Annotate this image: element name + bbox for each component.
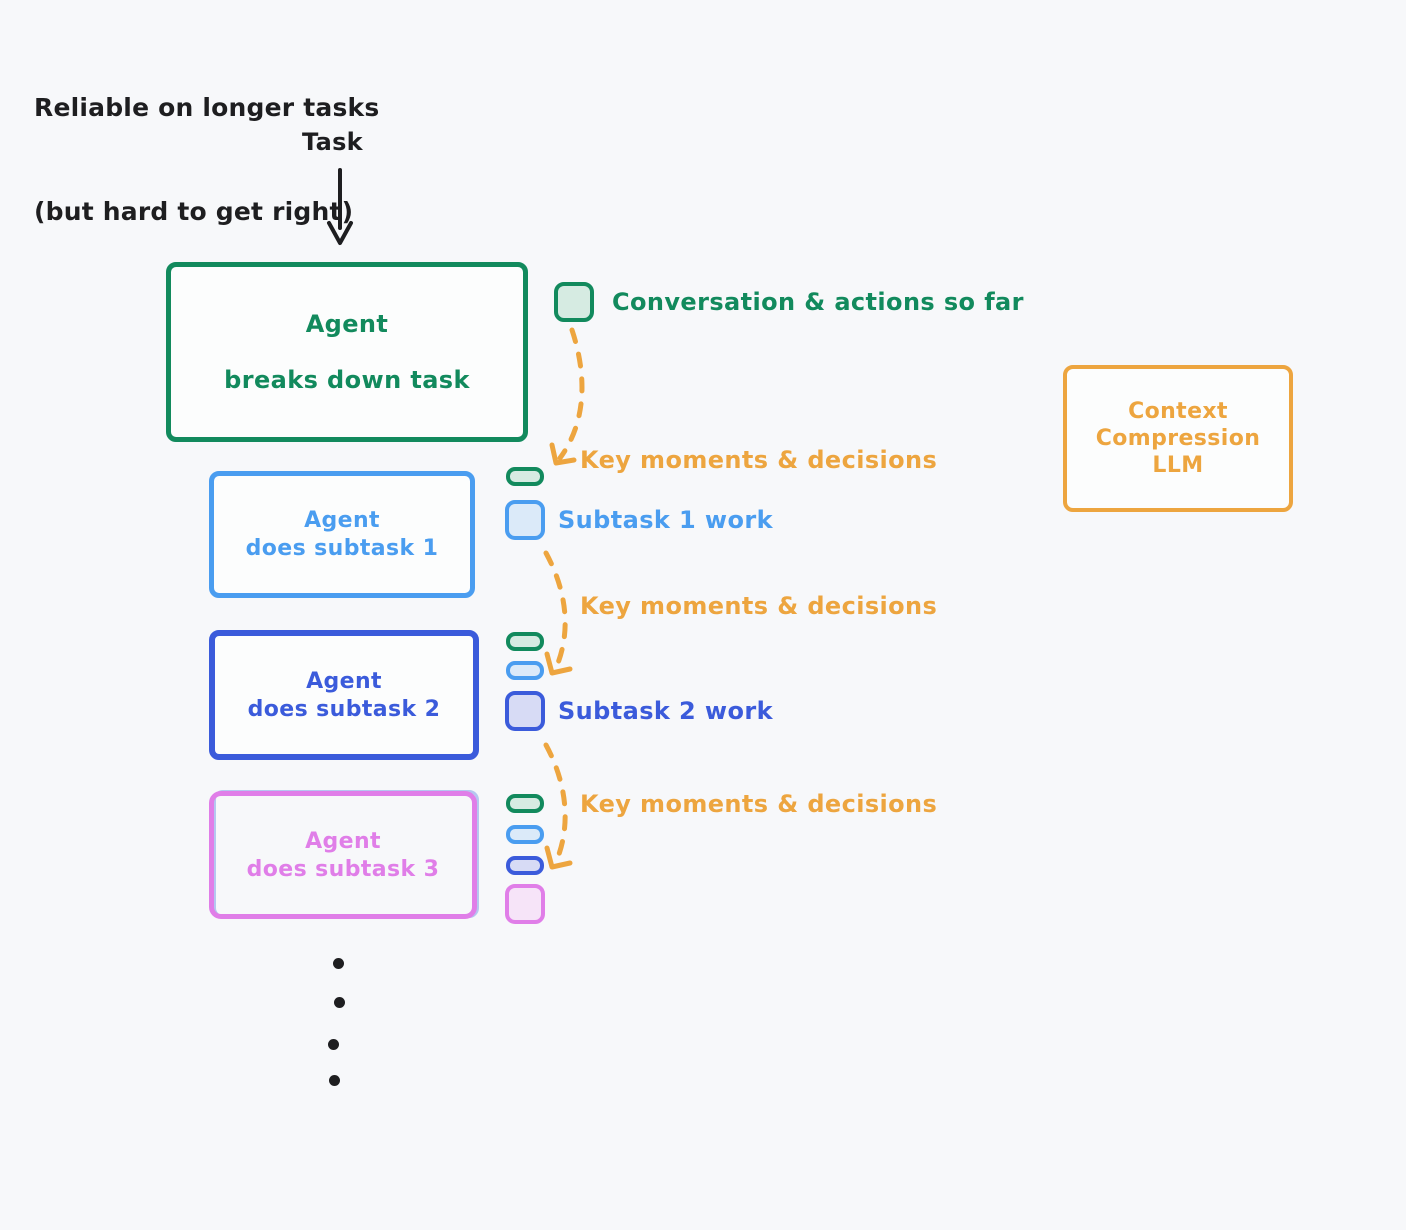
task-label: Task <box>302 128 363 156</box>
context-chip-blue-compressed-row2 <box>506 661 544 680</box>
legend-key-moments-1: Key moments & decisions <box>580 446 938 474</box>
context-chip-blue-compressed-row3 <box>506 825 544 844</box>
context-chip-green-compressed-row3 <box>506 794 544 813</box>
page-title-line-1: Reliable on longer tasks <box>34 93 380 122</box>
agent-box-subtask-2-line-1: Agent <box>306 668 382 694</box>
context-chip-green-compressed-row2 <box>506 632 544 651</box>
context-chip-green-compressed-row1 <box>506 467 544 486</box>
compression-arrow-2 <box>543 550 573 676</box>
agent-box-subtask-3-line-1: Agent <box>305 828 381 854</box>
context-chip-blue-full-row1 <box>505 500 545 540</box>
ellipsis-dot <box>329 1075 340 1086</box>
context-chip-green-full <box>554 282 594 322</box>
legend-subtask-1-work: Subtask 1 work <box>558 506 773 534</box>
legend-conversation-actions: Conversation & actions so far <box>612 288 1024 316</box>
page-title-line-2: (but hard to get right) <box>34 196 354 226</box>
agent-box-subtask-2-line-2: does subtask 2 <box>247 696 441 722</box>
ellipsis-dot <box>334 997 345 1008</box>
down-arrow-icon <box>310 168 370 252</box>
legend-subtask-2-work: Subtask 2 work <box>558 697 773 725</box>
agent-box-subtask-1-line-2: does subtask 1 <box>245 536 439 561</box>
context-compression-llm-line-1: Context <box>1128 399 1228 424</box>
compression-arrow-3 <box>543 742 573 870</box>
context-chip-indigo-compressed-row3 <box>506 856 544 875</box>
ellipsis-dot <box>333 958 344 969</box>
agent-box-main-line-1: Agent <box>305 310 389 338</box>
compression-arrow-1 <box>549 327 585 466</box>
agent-box-subtask-2[interactable]: Agent does subtask 2 <box>209 630 479 760</box>
agent-box-main-line-2: breaks down task <box>224 366 470 394</box>
agent-box-subtask-1[interactable]: Agent does subtask 1 <box>209 471 475 598</box>
agent-box-subtask-1-line-1: Agent <box>304 508 380 533</box>
context-chip-pink-full-row3 <box>505 884 545 924</box>
legend-key-moments-2: Key moments & decisions <box>580 592 938 620</box>
agent-box-subtask-3[interactable]: Agent does subtask 3 <box>209 791 477 919</box>
context-compression-llm-box[interactable]: Context Compression LLM <box>1063 365 1293 512</box>
context-compression-llm-line-2: Compression <box>1095 426 1261 451</box>
context-chip-indigo-full-row2 <box>505 691 545 731</box>
legend-key-moments-3: Key moments & decisions <box>580 790 938 818</box>
ellipsis-dot <box>328 1039 339 1050</box>
agent-box-main[interactable]: Agent breaks down task <box>166 262 528 442</box>
context-compression-llm-line-3: LLM <box>1152 453 1204 478</box>
page-title: Reliable on longer tasks (but hard to ge… <box>34 22 379 298</box>
agent-box-subtask-3-line-2: does subtask 3 <box>246 856 440 882</box>
